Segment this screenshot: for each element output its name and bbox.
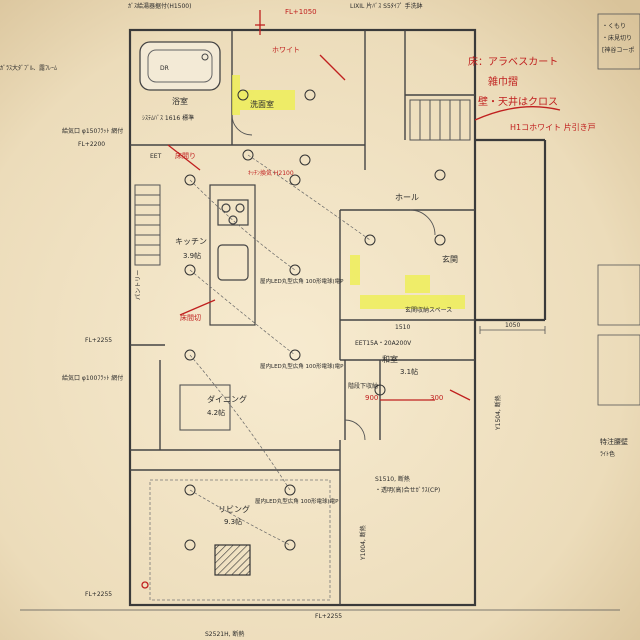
note-side-c: [神谷コーポ (602, 46, 634, 54)
right-note-boxes (597, 13, 640, 406)
label-fl-2200: FL+2200 (78, 141, 105, 148)
label-side-top: ｶﾞﾗｽ大ﾀﾞﾌﾞﾙ、露ﾌﾚｰﾑ (0, 64, 57, 72)
label-sash-note: ・透明(高)合せｶﾞﾗｽ(CP) (375, 486, 440, 494)
kitchen-counter (209, 184, 256, 326)
room-storage: 玄関収納スペース (405, 306, 452, 314)
label-vent-top: 給気口 φ150ﾌﾗｯﾄ 網付 (62, 127, 123, 135)
label-kitchen-vent: ｷｯﾁﾝ換気 H2100 (248, 169, 294, 177)
dr-label: DR (160, 65, 169, 72)
label-light-2: 屋内LED丸型広角 100形電球(電P (260, 362, 344, 370)
room-genkan: 玄関 (442, 254, 458, 264)
room-kitchen-size: 3.9帖 (183, 251, 201, 260)
room-dining-size: 4.2帖 (207, 408, 225, 417)
label-side-right: 特注腰壁 (600, 437, 628, 446)
label-side-right2: ﾗｲﾄ色 (600, 450, 615, 458)
note-wall: 壁・天井はクロス (478, 95, 558, 108)
dimension-lines (20, 326, 620, 611)
living-area-outline (149, 479, 331, 601)
note-side-b: ・床見切り (602, 34, 632, 42)
room-washitsu-size: 3.1帖 (400, 367, 418, 376)
label-gas-heater: ｶﾞｽ給湯器据付(H1500) (128, 2, 191, 10)
label-dim-900: 900 (365, 394, 378, 402)
room-kitchen: キッチン (175, 237, 207, 246)
label-y1504: Y1504, 断熱 (494, 395, 502, 431)
room-living: リビング (218, 504, 250, 514)
label-vent-bottom: 給気口 φ100ﾌﾗｯﾄ 網付 (62, 374, 123, 382)
label-dim-1050: 1050 (505, 322, 520, 329)
room-dining: ダイニング (207, 394, 247, 404)
dining-table (179, 384, 231, 431)
label-eet-small: EET (150, 153, 162, 160)
room-bath: 浴室 (172, 96, 188, 106)
note-side-a: ・くもり (602, 23, 626, 30)
highlights (232, 75, 465, 309)
room-pantry: パントリー (135, 270, 142, 300)
interior-walls (130, 30, 475, 605)
wiring-lines (189, 154, 371, 546)
room-washitsu: 和室 (382, 354, 398, 364)
room-washroom: 洗面室 (250, 99, 274, 109)
note-corner: 床間切 (180, 313, 201, 322)
room-hall: ホール (395, 193, 419, 202)
label-dim-300: 300 (430, 394, 443, 402)
label-light-3: 屋内LED丸型広角 100形電球(電P (255, 497, 339, 505)
light-fixtures (184, 89, 446, 551)
label-dim-1510: 1510 (395, 324, 410, 331)
label-y1004: Y1004, 断熱 (359, 525, 367, 561)
note-cupboard: ホワイト (272, 46, 300, 54)
room-living-size: 9.3帖 (224, 517, 242, 526)
bath-tub: DR (139, 41, 221, 91)
red-markups (141, 10, 561, 589)
label-lixil: LIXIL 片ﾊﾞｽ S5ﾀｲﾌﾟ 手洗鉢 (350, 2, 423, 10)
label-bath-spec: ｼｽﾃﾑﾊﾞｽ 1616 標準 (142, 114, 194, 122)
label-fl-1050: FL+1050 (285, 8, 317, 16)
note-kitchen: 床間り (175, 151, 196, 160)
label-fl-2255-c: FL+2255 (315, 613, 342, 620)
door-swings (231, 114, 436, 441)
label-s2521: S2521H, 断熱 (205, 630, 244, 638)
outer-walls (128, 28, 547, 607)
note-floor: 床：アラベスカート (468, 55, 558, 68)
label-fl-2255-a: FL+2255 (85, 337, 112, 344)
note-stair: 雑巾摺 (488, 75, 518, 88)
label-fl-2255-b: FL+2255 (85, 591, 112, 598)
stairs-left (134, 184, 161, 266)
room-storage-under-stairs: 階段下収納 (348, 382, 378, 390)
label-eet: EET15A・20A200V (355, 340, 412, 347)
label-light-1: 屋内LED丸型広角 100形電球(電P (260, 277, 344, 285)
tv-stand-hatch (214, 544, 251, 576)
label-s1510: S1510, 断熱 (375, 475, 410, 483)
stairs-top-right (409, 99, 471, 141)
note-door: H1コホワイト 片引き戸 (510, 122, 596, 132)
